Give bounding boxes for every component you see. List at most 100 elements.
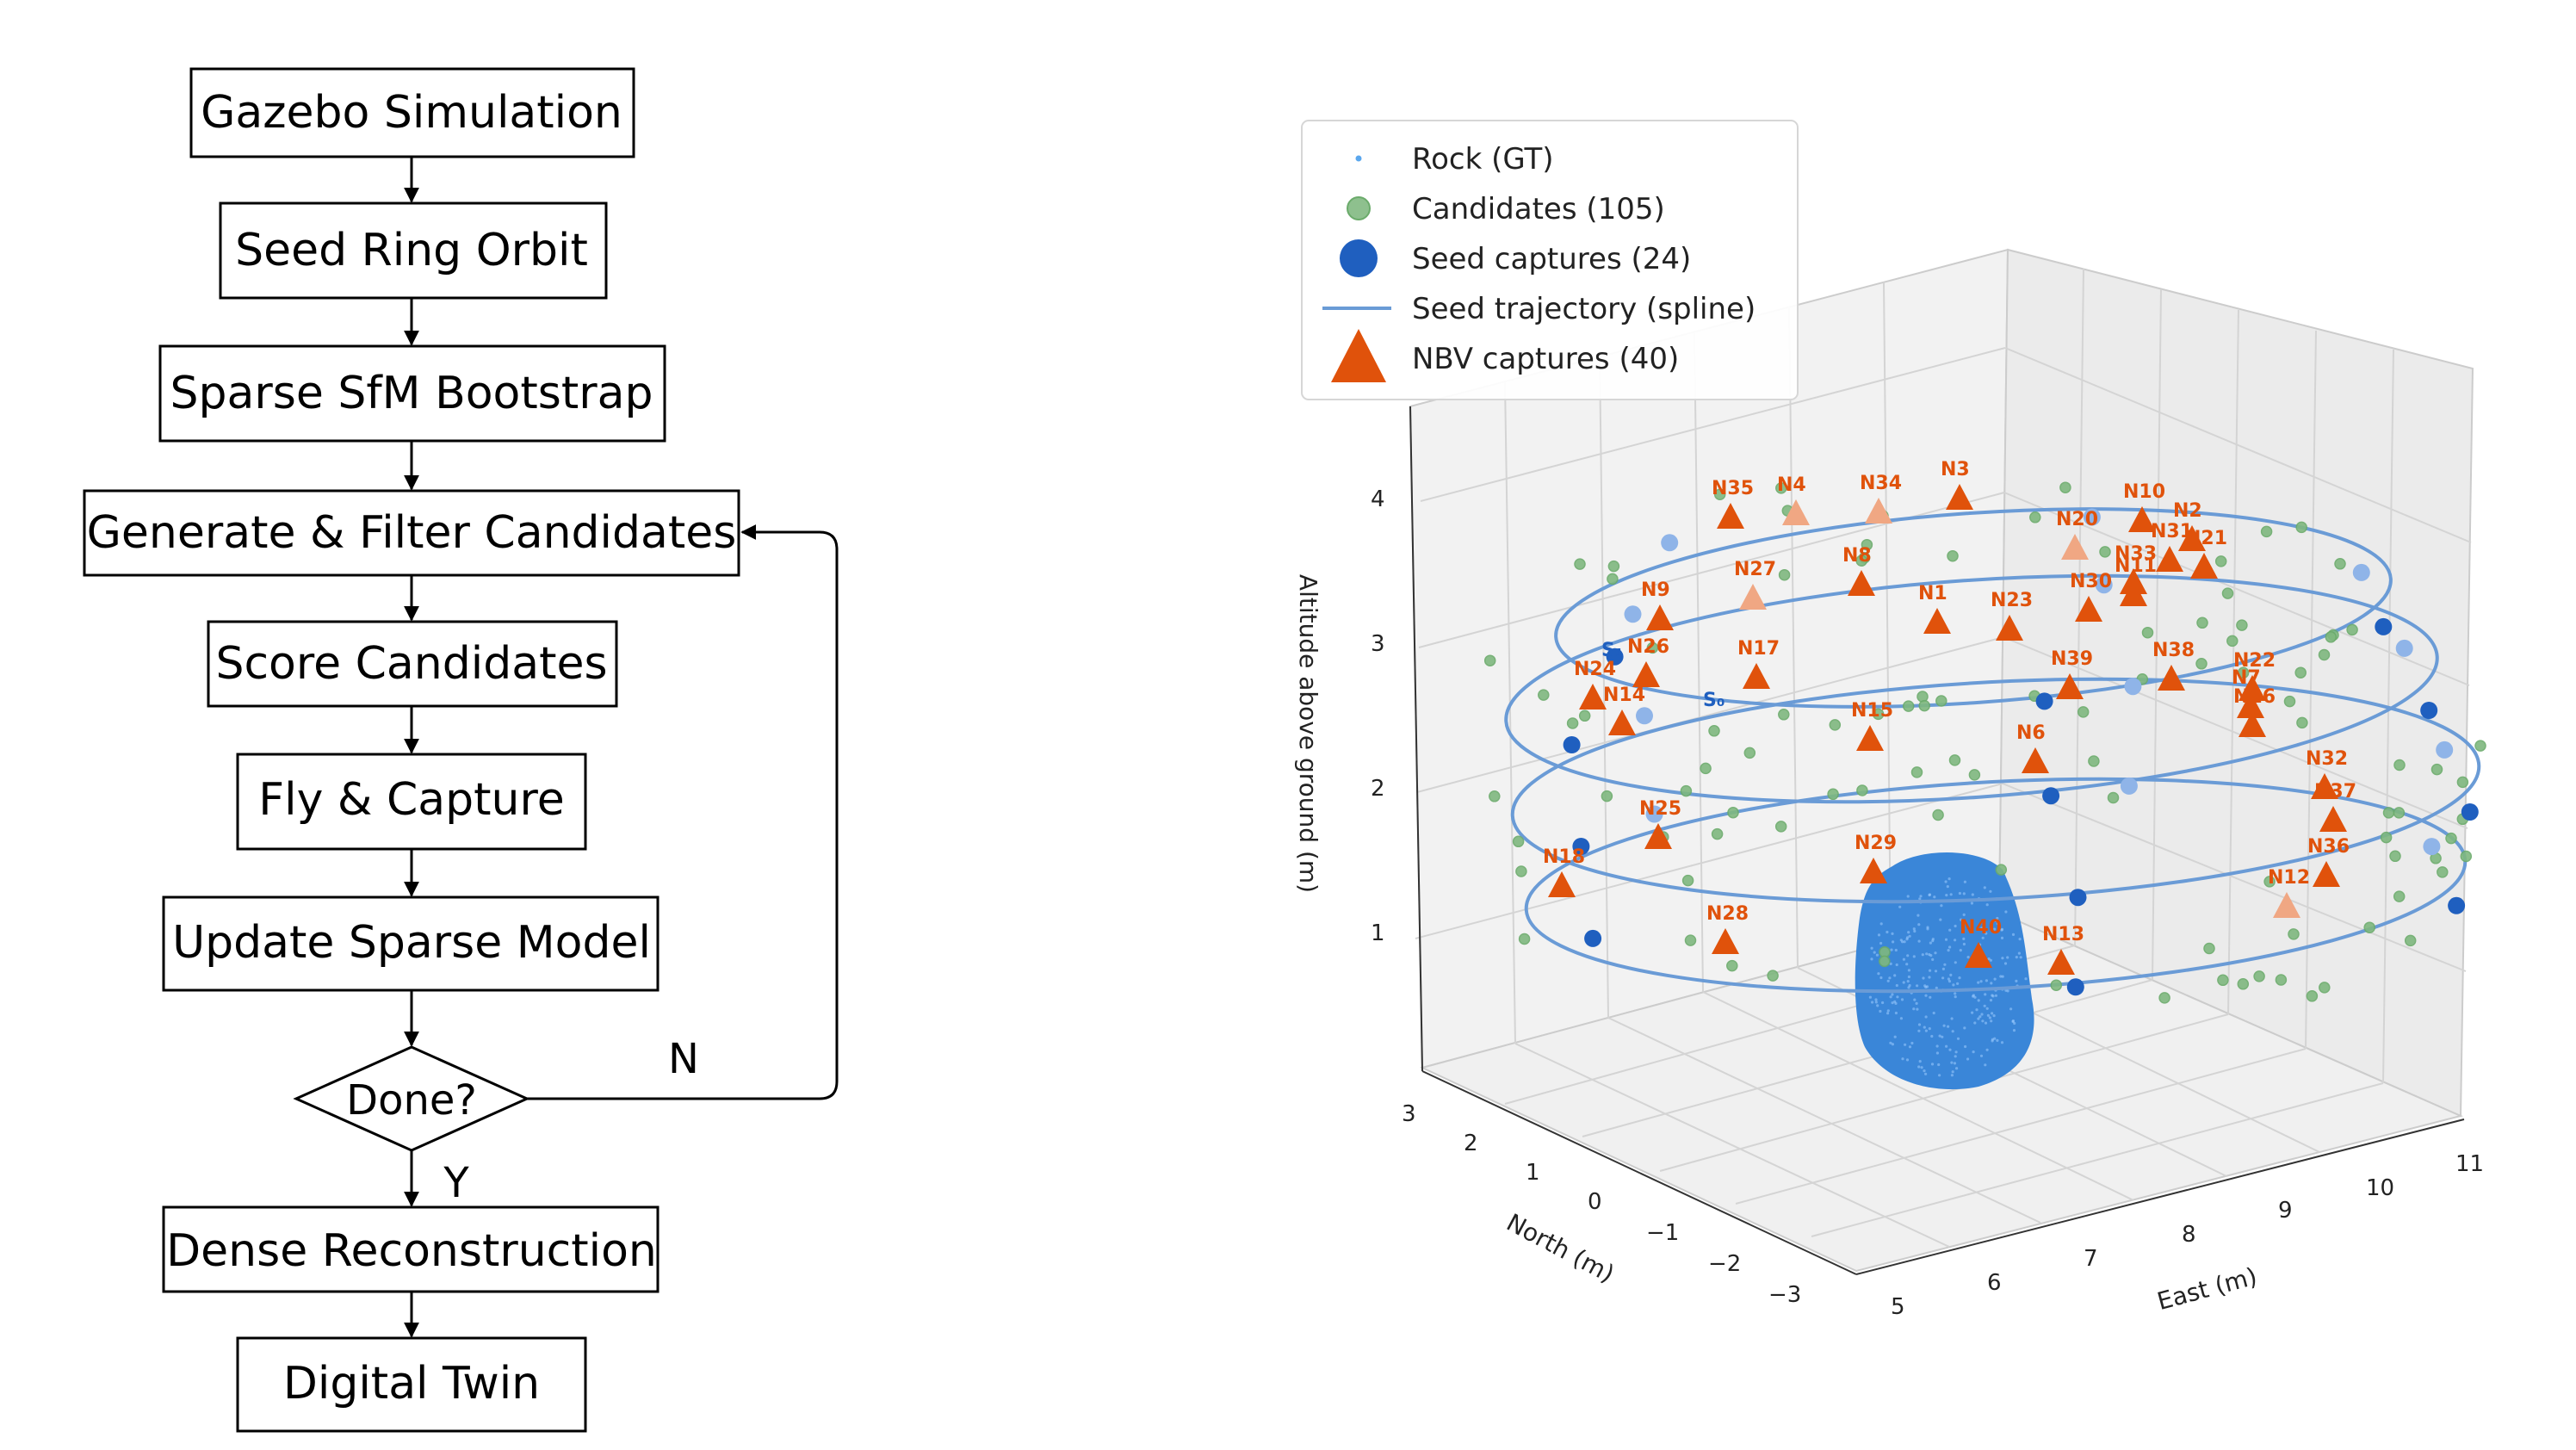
seed-capture	[2436, 740, 2454, 759]
legend: Rock (GT) Candidates (105) Seed captures…	[1301, 120, 1799, 400]
nbv-label: N10	[2123, 481, 2165, 503]
rock-point	[1954, 992, 1957, 995]
nbv-capture-marker	[2311, 773, 2338, 799]
rock-point	[1905, 963, 1909, 966]
rock-point	[1917, 923, 1921, 926]
rock-point	[1913, 998, 1917, 1001]
candidate-point	[1856, 784, 1868, 796]
nbv-capture-marker	[1782, 499, 1810, 525]
rock-point	[1899, 939, 1903, 942]
grid-line	[2074, 268, 2084, 946]
rock-point	[1889, 1041, 1892, 1044]
candidate-point	[2141, 626, 2154, 639]
rock-point	[1946, 885, 1949, 889]
rock-point	[1930, 1063, 1935, 1066]
yes-branch-label: Y	[443, 1159, 469, 1207]
candidate-point	[2158, 992, 2170, 1004]
candidate-point	[1829, 719, 1842, 731]
rock-point	[1907, 969, 1910, 972]
rock-point	[1898, 905, 1902, 908]
rock-point	[1948, 945, 1952, 949]
nbv-label: N37	[2314, 781, 2356, 802]
x-tick-label: 10	[2366, 1175, 2394, 1201]
nbv-label: N24	[1574, 659, 1616, 680]
seed-capture	[2395, 639, 2413, 657]
candidate-point	[2196, 617, 2208, 629]
candidate-point	[1574, 558, 1586, 570]
decision-label: Done?	[346, 1076, 477, 1125]
rock-point	[1970, 902, 1973, 905]
candidate-point	[2195, 658, 2208, 670]
candidate-point	[1578, 710, 1591, 722]
rock-point	[1917, 1065, 1921, 1069]
grid-line	[2152, 288, 2162, 981]
candidate-point	[2226, 635, 2239, 648]
rock-point	[1962, 892, 1966, 895]
rock-point	[1915, 1001, 1918, 1005]
rock-point	[1934, 951, 1937, 955]
rock-point	[1996, 916, 1999, 920]
rock-point	[1981, 936, 1985, 939]
rock-point	[1905, 938, 1909, 941]
candidate-point	[1684, 934, 1697, 946]
nbv-capture-marker	[1644, 823, 1672, 849]
rock-point	[1938, 1034, 1941, 1038]
rock-point	[1989, 958, 1992, 962]
rock-point	[2001, 957, 2004, 960]
candidate-point	[2237, 666, 2250, 679]
grid-line	[1504, 381, 1516, 1044]
nbv-label: N6	[2016, 722, 2046, 744]
seed-capture	[2124, 678, 2142, 696]
legend-label-nbv: NBV captures (40)	[1412, 342, 1679, 376]
candidate-point	[1607, 573, 1619, 586]
rock-point	[1959, 949, 1962, 952]
grid-line	[2227, 309, 2239, 1015]
rock-point	[1991, 1012, 1994, 1015]
nbv-label: N12	[2268, 867, 2310, 889]
nbv-label: N14	[1603, 685, 1645, 706]
seed-capture	[1661, 534, 1679, 552]
rock-point	[1870, 957, 1873, 961]
candidate-point	[2214, 555, 2227, 567]
rock-point	[1971, 1011, 1974, 1014]
rock-point	[1879, 941, 1883, 945]
step-label-sparse-sfm: Sparse SfM Bootstrap	[170, 368, 653, 419]
candidate-point	[1767, 970, 1779, 982]
seed-capture	[2448, 896, 2466, 914]
grid-line	[1788, 306, 1799, 969]
rock-point	[1999, 975, 2003, 978]
step-box-dense	[162, 1205, 659, 1293]
y-tick-label: 2	[1464, 1131, 1478, 1156]
seed-label-s1: S₁	[1601, 640, 1623, 661]
x-tick-label: 5	[1891, 1294, 1905, 1320]
rock-point	[2015, 979, 2018, 982]
rock-point	[1958, 891, 1961, 895]
candidate-point	[2203, 942, 2215, 955]
z-tick-label: 3	[1371, 631, 1385, 657]
rock-point	[1935, 1044, 1939, 1048]
rock-point	[1929, 995, 1932, 999]
candidate-point	[1700, 762, 1712, 775]
rock-point	[1891, 1043, 1894, 1046]
seed-capture	[2035, 692, 2053, 710]
nbv-capture-marker	[2239, 711, 2266, 737]
nbv-capture-marker	[1860, 858, 1887, 883]
rock-point	[1964, 1044, 1967, 1049]
legend-marker-candidate	[1347, 196, 1371, 220]
east-axis-line	[1855, 1118, 2465, 1275]
rock-point	[1954, 939, 1957, 942]
grid-line	[1702, 991, 2134, 1201]
rock-point	[1989, 999, 1993, 1002]
rock-point	[1875, 953, 1879, 957]
rock-point	[1973, 995, 1977, 999]
rock-point	[1993, 927, 1997, 931]
rock-point	[1893, 1035, 1897, 1038]
rock-point	[2017, 951, 2021, 955]
rock-point	[1939, 918, 1942, 921]
rock-point	[1960, 918, 1963, 921]
rock-point	[1896, 995, 1899, 999]
candidate-point	[2088, 755, 2100, 767]
rock-point	[1902, 957, 1905, 961]
no-branch-label: N	[668, 1035, 699, 1083]
